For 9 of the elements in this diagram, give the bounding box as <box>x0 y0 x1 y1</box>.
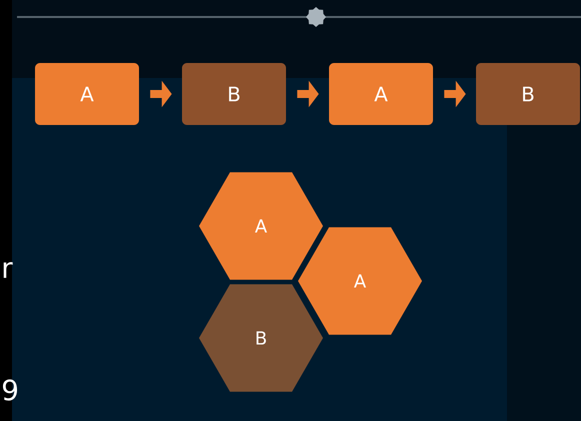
process-box: A <box>329 63 433 125</box>
process-box: B <box>476 63 580 125</box>
hexagon: A <box>199 172 323 280</box>
hexagon: A <box>298 227 422 335</box>
cut-off-text: r <box>4 262 13 278</box>
hexagon: B <box>199 284 323 392</box>
cut-off-text: 9 <box>2 379 18 401</box>
process-box: B <box>182 63 286 125</box>
process-box: A <box>35 63 139 125</box>
